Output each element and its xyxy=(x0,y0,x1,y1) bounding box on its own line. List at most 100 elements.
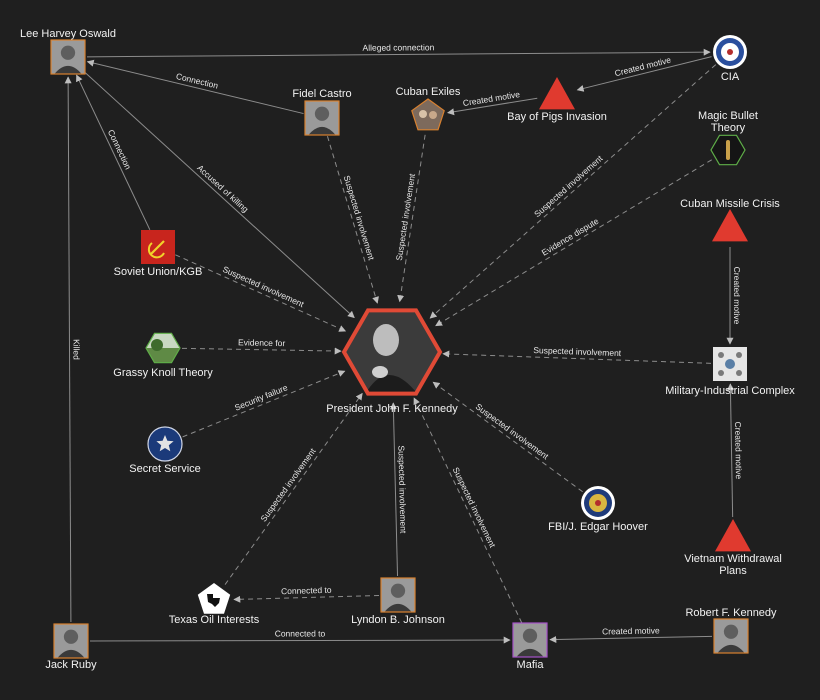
hammer-sickle-icon xyxy=(141,230,175,264)
portrait-icon xyxy=(512,622,548,658)
edge-line[interactable] xyxy=(175,254,347,332)
node-jfk[interactable]: President John F. Kennedy xyxy=(326,304,458,415)
edge-line[interactable] xyxy=(76,74,151,231)
edge-label: Suspected involvement xyxy=(532,153,605,219)
edge-label: Connected to xyxy=(281,585,332,596)
edge-line[interactable] xyxy=(182,370,346,438)
node-fbi[interactable]: FBI/J. Edgar Hoover xyxy=(548,486,648,533)
edge-line[interactable] xyxy=(726,383,734,518)
node-label: Fidel Castro xyxy=(292,88,351,100)
node-label: Lyndon B. Johnson xyxy=(351,614,445,626)
fbi-seal-icon xyxy=(581,486,615,520)
edge-label: Suspected involvement xyxy=(474,401,551,461)
bullet-icon xyxy=(710,134,746,166)
edge-label: Created motive xyxy=(614,55,673,79)
edge-lbj-jfk: Suspected involvement xyxy=(389,402,408,577)
node-cubanmissile[interactable]: Cuban Missile Crisis xyxy=(680,198,780,242)
node-mafia[interactable]: Mafia xyxy=(512,622,548,671)
edge-line[interactable] xyxy=(86,59,304,115)
node-exiles[interactable]: Cuban Exiles xyxy=(396,86,461,133)
node-lbj[interactable]: Lyndon B. Johnson xyxy=(351,577,445,626)
edge-line[interactable] xyxy=(89,636,511,644)
edge-label: Suspected involvement xyxy=(396,445,408,534)
node-label: Secret Service xyxy=(129,463,201,475)
node-label: CIA xyxy=(721,71,740,83)
edge-line[interactable] xyxy=(81,69,355,319)
edge-line[interactable] xyxy=(447,97,538,116)
edge-line[interactable] xyxy=(389,402,399,577)
edge-line[interactable] xyxy=(576,56,712,92)
edge-texas-jfk: Suspected involvement xyxy=(224,392,363,585)
edge-cia-bayofpigs: Created motive xyxy=(576,55,712,92)
portrait-icon xyxy=(713,618,749,654)
edge-bayofpigs-exiles: Created motive xyxy=(447,89,538,116)
portrait-icon xyxy=(341,308,443,396)
edge-line[interactable] xyxy=(397,134,426,303)
node-cia[interactable]: CIA xyxy=(713,35,747,83)
edge-label: Connection xyxy=(106,128,134,171)
node-label: Lee Harvey Oswald xyxy=(20,28,116,40)
edge-cubanmissile-milind: Created motive xyxy=(726,247,742,345)
node-milind[interactable]: Military-Industrial Complex xyxy=(665,347,795,397)
node-bayofpigs[interactable]: Bay of Pigs Invasion xyxy=(507,77,607,123)
edge-line[interactable] xyxy=(432,381,583,493)
node-label: Cuban Exiles xyxy=(396,86,461,98)
edge-line[interactable] xyxy=(429,64,717,319)
diagram-icon xyxy=(713,347,747,381)
edge-line[interactable] xyxy=(64,76,72,623)
edge-castro-oswald: Connection xyxy=(86,59,304,115)
node-castro[interactable]: Fidel Castro xyxy=(292,88,352,136)
node-label: Texas Oil Interests xyxy=(169,614,260,626)
cia-seal-icon xyxy=(713,35,747,69)
node-ruby[interactable]: Jack Ruby xyxy=(45,623,97,671)
edge-line[interactable] xyxy=(549,635,713,643)
edge-label: Connected to xyxy=(275,628,326,638)
edge-exiles-jfk: Suspected involvement xyxy=(394,134,426,303)
node-label: Robert F. Kennedy xyxy=(685,607,777,619)
node-oswald[interactable]: Lee Harvey Oswald xyxy=(20,28,116,75)
edge-lbj-texas: Connected to xyxy=(233,585,380,603)
edge-label: Created motive xyxy=(602,625,660,636)
event-triangle-icon xyxy=(539,77,575,110)
edge-line[interactable] xyxy=(413,397,523,624)
edge-line[interactable] xyxy=(326,136,379,304)
node-soviet[interactable]: Soviet Union/KGB xyxy=(114,230,203,278)
edge-label: Evidence dispute xyxy=(540,216,601,258)
node-grassy[interactable]: Grassy Knoll Theory xyxy=(113,331,213,379)
edge-label: Suspected involvement xyxy=(221,264,306,309)
node-rfk[interactable]: Robert F. Kennedy xyxy=(685,607,777,654)
node-label: FBI/J. Edgar Hoover xyxy=(548,521,648,533)
edge-label: Suspected involvement xyxy=(342,174,377,262)
edge-label: Security failure xyxy=(233,382,289,413)
group-photo-icon xyxy=(411,98,445,131)
edge-label: Suspected involvement xyxy=(394,172,417,261)
edge-label: Suspected involvement xyxy=(533,345,622,358)
portrait-icon xyxy=(380,577,416,613)
edge-line[interactable] xyxy=(181,347,342,355)
event-triangle-icon xyxy=(712,209,748,242)
edge-castro-jfk: Suspected involvement xyxy=(326,136,379,304)
event-triangle-icon xyxy=(715,519,751,552)
knoll-photo-icon xyxy=(145,332,181,364)
texas-map-icon xyxy=(197,583,231,614)
edge-vietnam-milind: Created motive xyxy=(726,383,744,518)
node-label: Cuban Missile Crisis xyxy=(680,198,780,210)
edge-grassy-jfk: Evidence for xyxy=(181,337,342,355)
node-label: Mafia xyxy=(517,659,545,671)
edge-label: Created motive xyxy=(733,421,744,479)
edge-line[interactable] xyxy=(224,392,363,585)
node-secret[interactable]: Secret Service xyxy=(129,426,201,475)
edge-line[interactable] xyxy=(233,595,380,603)
edge-label: Created motive xyxy=(732,267,742,325)
edge-label: Suspected involvement xyxy=(451,466,498,550)
node-texas[interactable]: Texas Oil Interests xyxy=(169,583,260,626)
portrait-icon xyxy=(50,39,86,75)
edge-line[interactable] xyxy=(86,48,711,58)
edge-label: Suspected involvement xyxy=(258,446,318,524)
edge-milind-jfk: Suspected involvement xyxy=(442,345,712,364)
